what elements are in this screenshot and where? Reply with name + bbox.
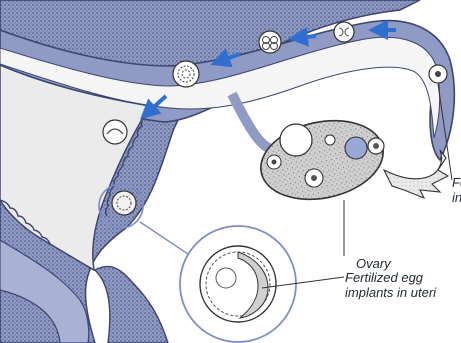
blastocyst-free (103, 120, 127, 144)
ovarian-ligament (232, 94, 276, 150)
egg-in-tube-2 (334, 22, 354, 42)
egg-in-tube-3 (259, 31, 281, 53)
implantation-label: Fertilized egg implants in uteri (345, 270, 436, 300)
implanting-embryo (112, 191, 136, 215)
fertilization-label: Fe in (452, 175, 461, 205)
morula-in-tube (173, 61, 199, 87)
arrow-2 (296, 36, 316, 38)
follicle-5 (325, 135, 335, 145)
follicle-3 (345, 137, 367, 159)
cervix (95, 266, 168, 343)
follicle-1 (280, 124, 312, 156)
ovary-label: Ovary (356, 256, 391, 271)
